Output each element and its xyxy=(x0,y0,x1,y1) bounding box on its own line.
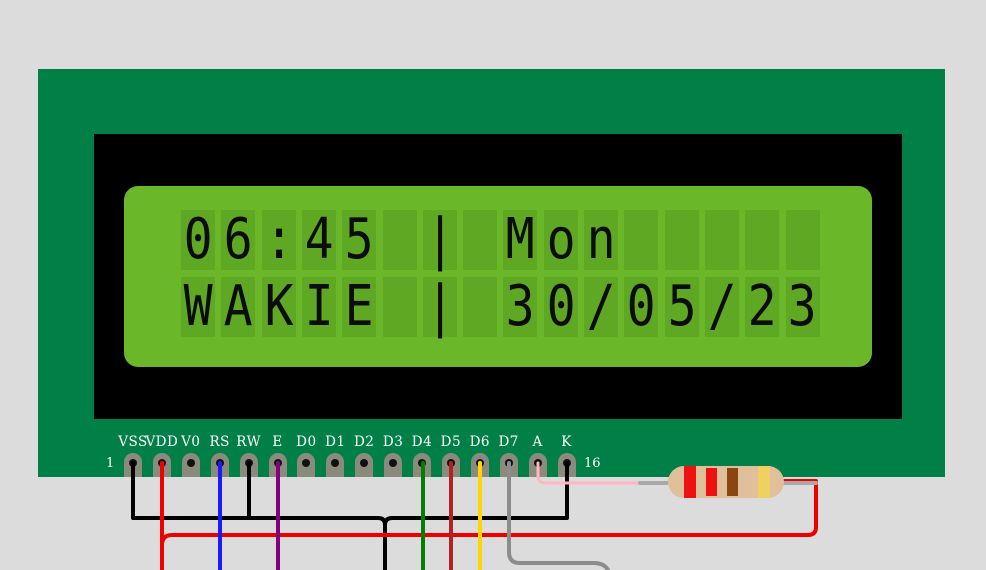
lcd-cell xyxy=(543,210,578,270)
lcd-char: 4 xyxy=(304,207,334,272)
lcd-char: o xyxy=(546,207,576,272)
lcd-char: 2 xyxy=(747,274,777,339)
lcd-char: I xyxy=(304,274,334,339)
lcd-cell xyxy=(785,210,820,270)
lcd-cell xyxy=(382,210,417,270)
lcd-cell xyxy=(422,210,457,270)
lcd-cell xyxy=(584,210,618,270)
lcd-cell xyxy=(704,210,739,270)
lcd-cell xyxy=(342,277,377,337)
lcd-char: 0 xyxy=(546,274,576,339)
pin-number-last: 16 xyxy=(584,456,601,471)
lcd-cell xyxy=(221,277,256,337)
lcd-cell xyxy=(503,277,538,337)
lcd-char: | xyxy=(425,274,455,339)
lcd-cell xyxy=(503,210,538,270)
lcd-cell xyxy=(342,210,377,270)
lcd-cell xyxy=(584,277,618,337)
wire-d7 xyxy=(507,461,610,570)
lcd-cell xyxy=(704,277,739,337)
lcd-char: A xyxy=(223,274,253,339)
lcd-cell xyxy=(664,210,699,270)
pin-label: D3 xyxy=(382,434,404,450)
lcd-cell xyxy=(664,277,699,337)
pin-label: E xyxy=(272,434,283,450)
header-pin[interactable] xyxy=(384,453,403,477)
lcd-char: W xyxy=(183,274,213,339)
lcd-cell xyxy=(463,210,498,270)
lcd-char: 5 xyxy=(344,207,374,272)
wire-vcc-resistor xyxy=(160,479,818,570)
header-pin[interactable] xyxy=(355,453,374,477)
lcd-cell xyxy=(422,277,457,337)
lcd-cell xyxy=(181,277,215,337)
lcd-cell xyxy=(261,277,296,337)
lcd-cell xyxy=(543,277,578,337)
lcd-cell xyxy=(624,277,659,337)
lcd-char: / xyxy=(707,274,737,339)
lcd-char: 3 xyxy=(506,274,536,339)
lcd-char: | xyxy=(425,207,455,272)
lcd-char: K xyxy=(264,274,294,339)
header-pin[interactable] xyxy=(181,453,200,477)
header-pin[interactable] xyxy=(326,453,345,477)
lcd-char: n xyxy=(586,207,616,272)
pin-label: D4 xyxy=(411,434,433,450)
wire-anode xyxy=(536,461,642,485)
lcd-char: 3 xyxy=(788,274,818,339)
pin-label: D6 xyxy=(469,434,491,450)
lcd-cell xyxy=(261,210,296,270)
lcd-cell xyxy=(301,210,336,270)
wire-gnd-k xyxy=(383,461,569,527)
pin-label: D5 xyxy=(440,434,462,450)
lcd-cell xyxy=(382,277,417,337)
pin-label: D2 xyxy=(353,434,375,450)
wire-gnd-vss xyxy=(131,461,387,570)
lcd-cell xyxy=(745,277,780,337)
pin-label: RW xyxy=(236,434,261,450)
pin-label: D0 xyxy=(296,434,317,450)
lcd-cell xyxy=(221,210,256,270)
lcd-cell xyxy=(745,210,780,270)
pin-label: K xyxy=(561,434,572,450)
lcd-cell xyxy=(181,210,215,270)
resistor xyxy=(668,466,784,498)
lcd-char: 6 xyxy=(223,207,253,272)
lcd-char: 0 xyxy=(183,207,213,272)
pin-number-first: 1 xyxy=(106,456,115,471)
lcd-char: E xyxy=(344,274,374,339)
lcd-cell xyxy=(301,277,336,337)
pin-label: D1 xyxy=(325,434,346,450)
pin-label: D7 xyxy=(498,434,519,450)
pin-label: A xyxy=(532,434,543,450)
lcd-char: 5 xyxy=(667,274,697,339)
lcd-cell xyxy=(463,277,498,337)
lcd-cell xyxy=(785,277,820,337)
lcd-char: 0 xyxy=(626,274,656,339)
lcd-char: : xyxy=(264,207,294,272)
lcd-char: / xyxy=(586,274,616,339)
pin-label: VDD xyxy=(145,434,179,450)
header-pin[interactable] xyxy=(297,453,316,477)
pin-label: RS xyxy=(209,434,230,450)
pin-label: V0 xyxy=(181,434,201,450)
pin-label: VSS xyxy=(118,434,148,450)
lcd-char: M xyxy=(506,207,536,272)
lcd-cell xyxy=(624,210,659,270)
